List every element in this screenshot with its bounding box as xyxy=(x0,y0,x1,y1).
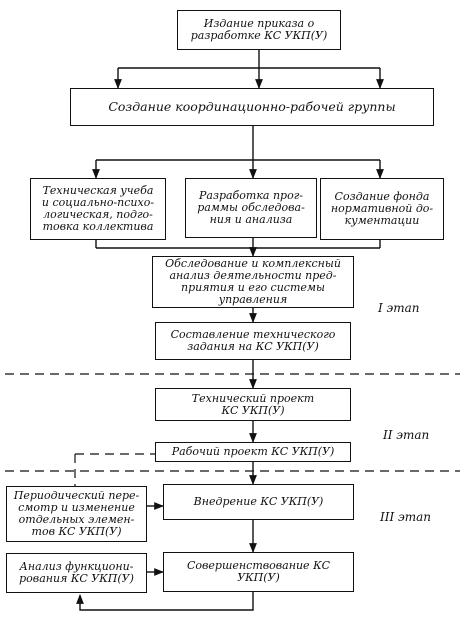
box-survey-program: Разработка прог- раммы обследова- ния и … xyxy=(185,178,317,238)
box-enterprise-survey: Обследование и комплексный анализ деятел… xyxy=(152,256,354,308)
box-periodic-review: Периодический пере- смотр и изменение от… xyxy=(6,486,147,542)
feedback-arrow xyxy=(76,592,254,611)
box-technical-project: Технический проект КС УКП(У) xyxy=(155,388,351,421)
stage-label-1: I этап xyxy=(378,301,420,315)
box-normative-fund: Создание фонда нормативной до- кументаци… xyxy=(320,178,444,240)
box-technical-task: Составление технического задания на КС У… xyxy=(155,322,351,360)
box-coordination-group: Создание координационно-рабочей группы xyxy=(70,88,434,126)
box-training: Техническая учеба и социально-психо- лог… xyxy=(30,178,166,240)
box-working-project: Рабочий проект КС УКП(У) xyxy=(155,442,351,462)
stage-label-2: II этап xyxy=(383,428,430,442)
box-order: Издание приказа о разработке КС УКП(У) xyxy=(177,10,341,50)
box-improvement: Совершенствование КС УКП(У) xyxy=(163,552,354,592)
box-functioning-analysis: Анализ функциони- рования КС УКП(У) xyxy=(6,553,147,593)
stage-label-3: III этап xyxy=(380,510,432,524)
box-implementation: Внедрение КС УКП(У) xyxy=(163,484,354,520)
